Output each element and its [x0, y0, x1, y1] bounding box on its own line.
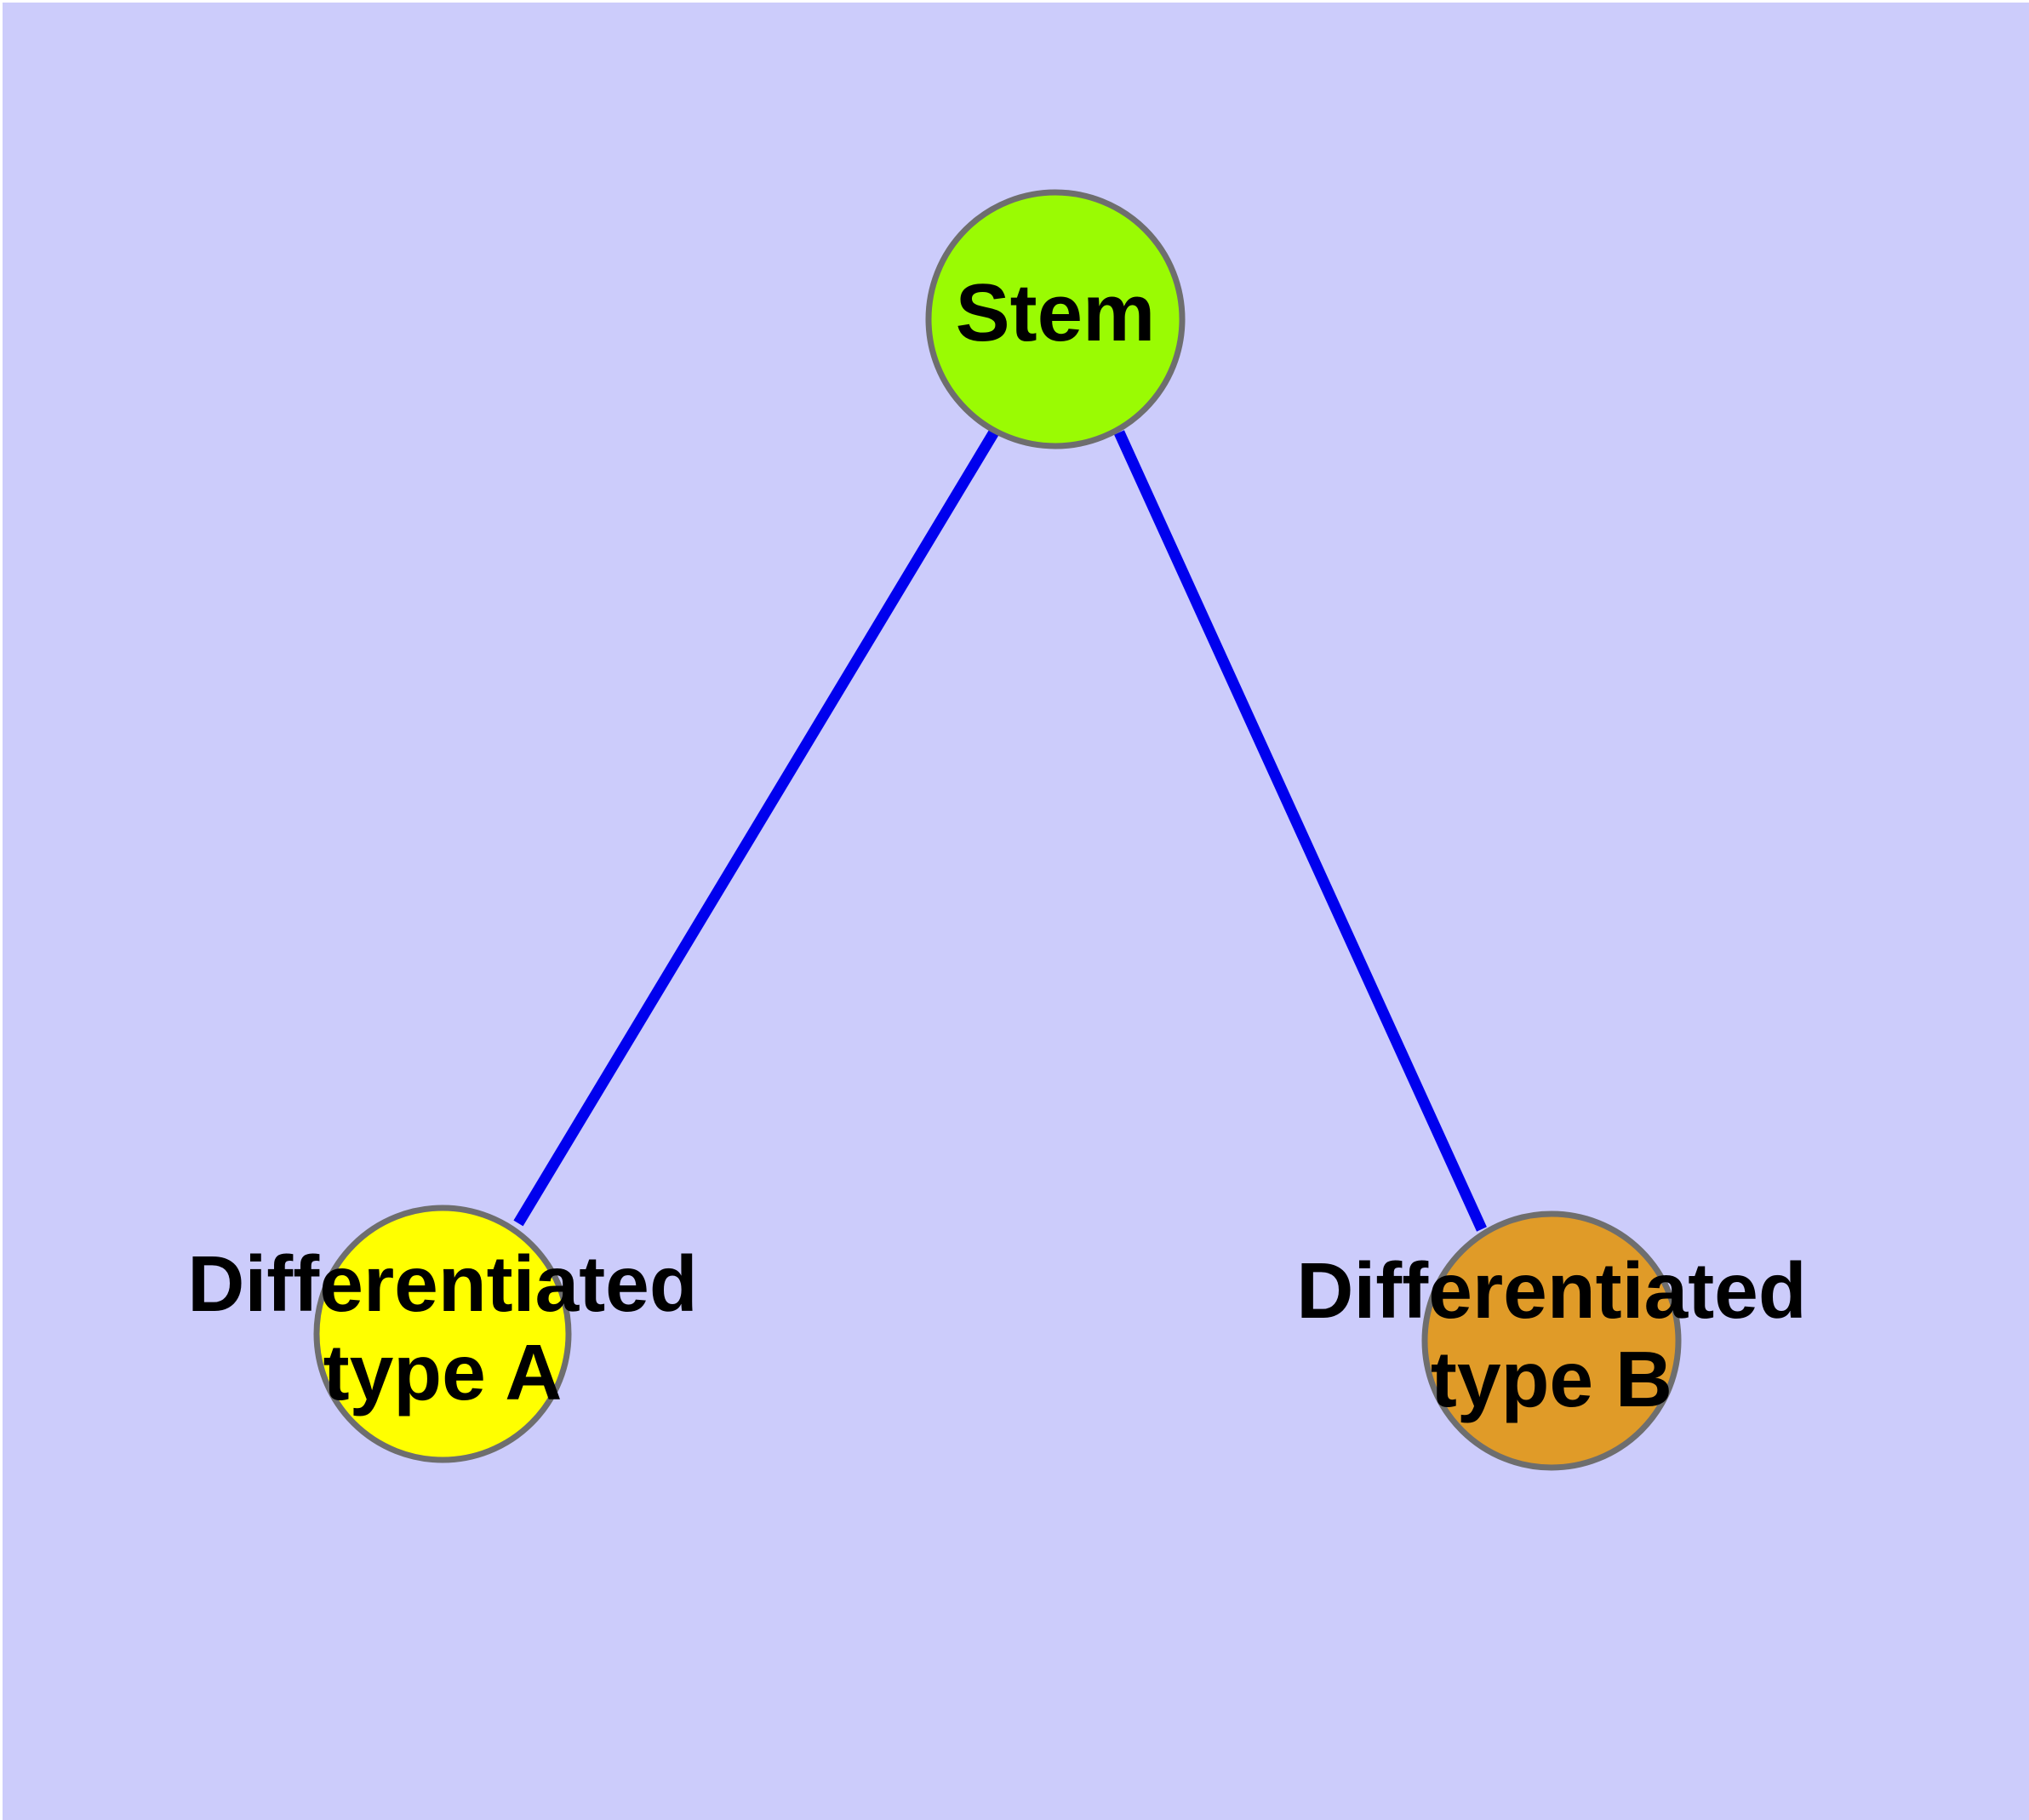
edge-layer — [513, 427, 1487, 1232]
edge-stem-to-differentiated-type-a[interactable] — [513, 427, 1000, 1227]
node-differentiated-type-b-circle[interactable] — [1421, 1210, 1682, 1471]
node-stem-label: Stem — [956, 267, 1156, 358]
edge-stem-to-differentiated-type-b[interactable] — [1114, 430, 1487, 1232]
node-stem[interactable]: Stem — [925, 189, 1186, 449]
node-stem-circle[interactable] — [925, 189, 1186, 449]
node-differentiated-type-a-circle[interactable] — [313, 1205, 572, 1463]
